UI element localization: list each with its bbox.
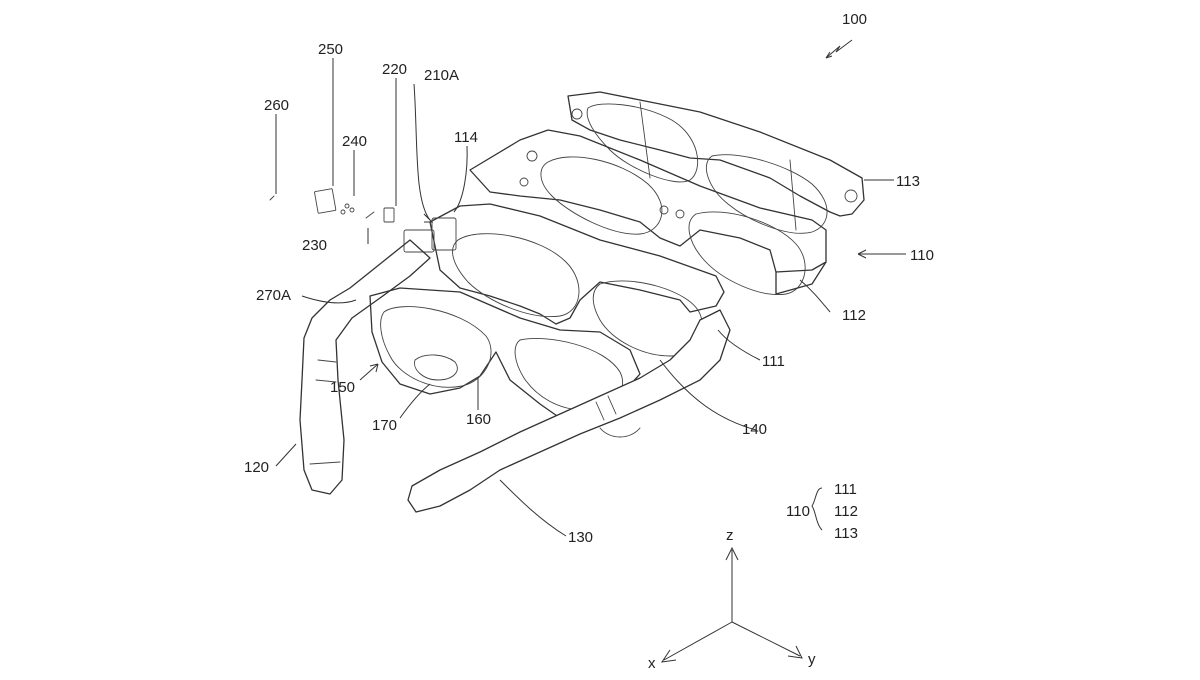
- reference-labels: 100 250 220 210A 260 240 114 113 230 110…: [244, 11, 934, 546]
- label-270A: 270A: [256, 287, 291, 304]
- axis-labels: z x y: [648, 527, 816, 672]
- left-temple-120: [299, 239, 431, 495]
- label-114: 114: [454, 129, 478, 146]
- legend-item-112: 112: [834, 503, 858, 520]
- front-frame-111: [403, 203, 725, 357]
- legend-item-113: 113: [834, 525, 858, 542]
- rear-frame-113: [567, 91, 865, 234]
- coordinate-axes: [660, 546, 803, 663]
- label-150: 150: [330, 379, 355, 396]
- label-110: 110: [910, 247, 934, 264]
- label-160: 160: [466, 411, 491, 428]
- legend-item-111: 111: [834, 481, 857, 498]
- label-140: 140: [742, 421, 767, 438]
- label-240: 240: [342, 133, 367, 150]
- right-temple-130: [407, 309, 731, 513]
- exploded-components: [269, 188, 395, 223]
- label-111: 111: [762, 353, 785, 370]
- label-113: 113: [896, 173, 920, 190]
- label-220: 220: [382, 61, 407, 78]
- axis-label-z: z: [726, 527, 734, 544]
- component-230: [365, 211, 375, 219]
- leader-lines: [275, 39, 906, 537]
- middle-frame-112: [469, 129, 827, 296]
- label-130: 130: [568, 529, 593, 546]
- label-112: 112: [842, 307, 866, 324]
- label-230: 230: [302, 237, 327, 254]
- component-250: [314, 188, 337, 214]
- axis-label-x: x: [648, 655, 656, 672]
- component-220: [383, 207, 395, 223]
- label-170: 170: [372, 417, 397, 434]
- label-250: 250: [318, 41, 343, 58]
- component-260: [269, 195, 275, 201]
- axis-label-y: y: [808, 651, 816, 668]
- label-100: 100: [842, 11, 867, 28]
- label-210A: 210A: [424, 67, 459, 84]
- label-120: 120: [244, 459, 269, 476]
- frame-legend: 110 111 112 113: [786, 481, 858, 542]
- label-260: 260: [264, 97, 289, 114]
- legend-group-label: 110: [786, 503, 810, 520]
